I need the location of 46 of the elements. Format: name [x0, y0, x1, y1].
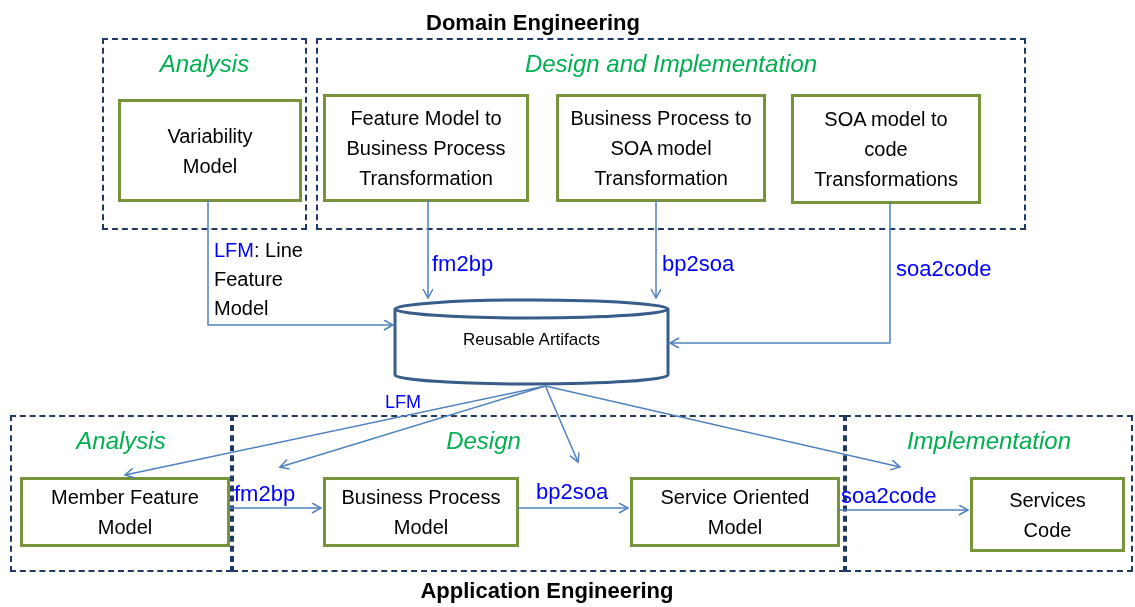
node-text: Reusable Artifacts — [462, 329, 601, 351]
dashed-group-frame — [10, 415, 232, 572]
process-box — [970, 477, 1125, 552]
diagram-title: Domain Engineering — [425, 9, 641, 37]
edge-label: fm2bp — [432, 250, 495, 278]
node-text: Service Oriented Model — [659, 485, 811, 540]
node-text: Feature Model to Business Process Transformation — [345, 106, 507, 191]
node-text: Business Process to SOA model Transformation — [569, 106, 753, 191]
arrow — [837, 504, 969, 516]
diagram-caption: Application Engineering — [419, 577, 675, 605]
arrow — [422, 199, 434, 299]
arrow — [207, 199, 394, 331]
process-box — [556, 94, 766, 202]
group-heading: Analysis — [158, 49, 251, 79]
process-box — [791, 94, 981, 204]
edge-label: LFM: Line Feature Model — [214, 238, 304, 321]
arrow — [227, 502, 322, 514]
node-text: Services Code — [1008, 487, 1087, 543]
arrow — [650, 199, 662, 299]
dashed-group-frame — [102, 38, 307, 230]
arrow — [669, 201, 891, 349]
group-heading: Design and Implementation — [523, 49, 819, 79]
node-text: Member Feature Model — [50, 485, 200, 540]
edge-label: LFM — [385, 391, 422, 414]
process-box — [118, 99, 302, 202]
edge-label: bp2soa — [662, 250, 736, 278]
process-box — [323, 94, 529, 202]
dashed-group-frame — [316, 38, 1026, 230]
process-box — [323, 477, 519, 547]
process-box — [20, 477, 230, 547]
group-heading: Design — [445, 426, 522, 456]
cylinder-store — [393, 298, 670, 386]
process-box — [630, 477, 840, 547]
arrow — [279, 385, 547, 470]
arrow — [544, 385, 580, 463]
group-heading: Analysis — [74, 426, 167, 456]
node-text: Variability Model — [166, 123, 254, 179]
edge-label: fm2bp — [234, 480, 297, 508]
group-heading: Implementation — [905, 426, 1073, 456]
edge-label: bp2soa — [536, 478, 610, 506]
arrow — [516, 502, 629, 514]
node-text: SOA model to code Transformations — [814, 107, 958, 192]
node-text: Business Process Model — [340, 485, 502, 540]
edge-label: soa2code — [896, 255, 993, 283]
edge-label: soa2code — [841, 482, 938, 510]
arrow — [544, 385, 901, 471]
